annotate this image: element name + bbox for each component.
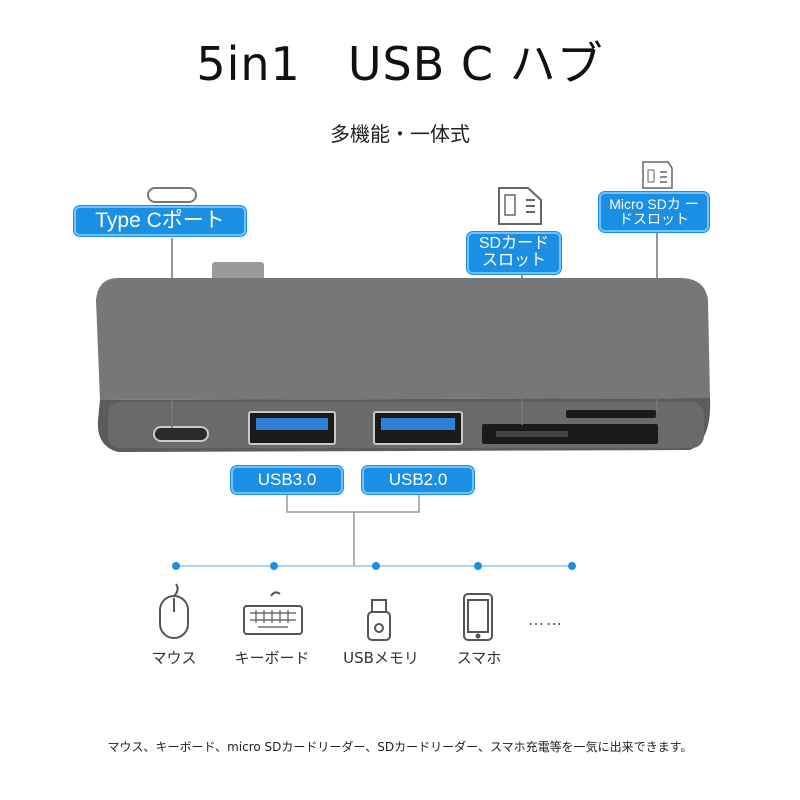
page-subtitle: 多機能・一体式 (330, 122, 470, 146)
page-title: 5in1 USB C ハブ (196, 37, 604, 91)
device-dot (172, 562, 180, 570)
keyboard-icon (243, 591, 303, 635)
usb2-port-tongue (381, 418, 455, 430)
device-label-usb-memory: USBメモリ (343, 649, 419, 667)
hub-top-surface (96, 278, 710, 400)
sd-card-slot-inner (496, 431, 568, 437)
micro-sd-slot (566, 410, 656, 418)
usb3-port-tongue (256, 418, 328, 430)
mouse-icon (159, 583, 189, 639)
usb2-port-label: USB2.0 (362, 466, 474, 494)
type-c-port (153, 426, 209, 442)
device-label-smartphone: スマホ (456, 649, 502, 667)
device-label-mouse: マウス (151, 649, 197, 667)
type-c-connector-icon (147, 187, 197, 203)
micro-sd-card-icon (642, 161, 673, 189)
usb-label-bracket (286, 494, 420, 566)
sd-card-icon (498, 187, 542, 225)
micro-sd-slot-label: Micro SDカ ードスロット (599, 192, 709, 232)
device-dot (270, 562, 278, 570)
usb-memory-icon (367, 599, 391, 641)
more-devices-ellipsis: …… (528, 610, 564, 629)
usb-c-plug (212, 262, 264, 280)
usb3-port-label: USB3.0 (231, 466, 343, 494)
device-dot (372, 562, 380, 570)
footer-description: マウス、キーボード、micro SDカードリーダー、SDカードリーダー、スマホ充… (107, 740, 693, 754)
device-dot (568, 562, 576, 570)
sd-card-slot (482, 424, 658, 444)
device-label-keyboard: キーボード (234, 649, 310, 667)
type-c-port-label: Type Cポート (74, 206, 246, 236)
sd-card-slot-label: SDカード スロット (467, 232, 561, 274)
device-dot (474, 562, 482, 570)
smartphone-icon (463, 593, 493, 641)
